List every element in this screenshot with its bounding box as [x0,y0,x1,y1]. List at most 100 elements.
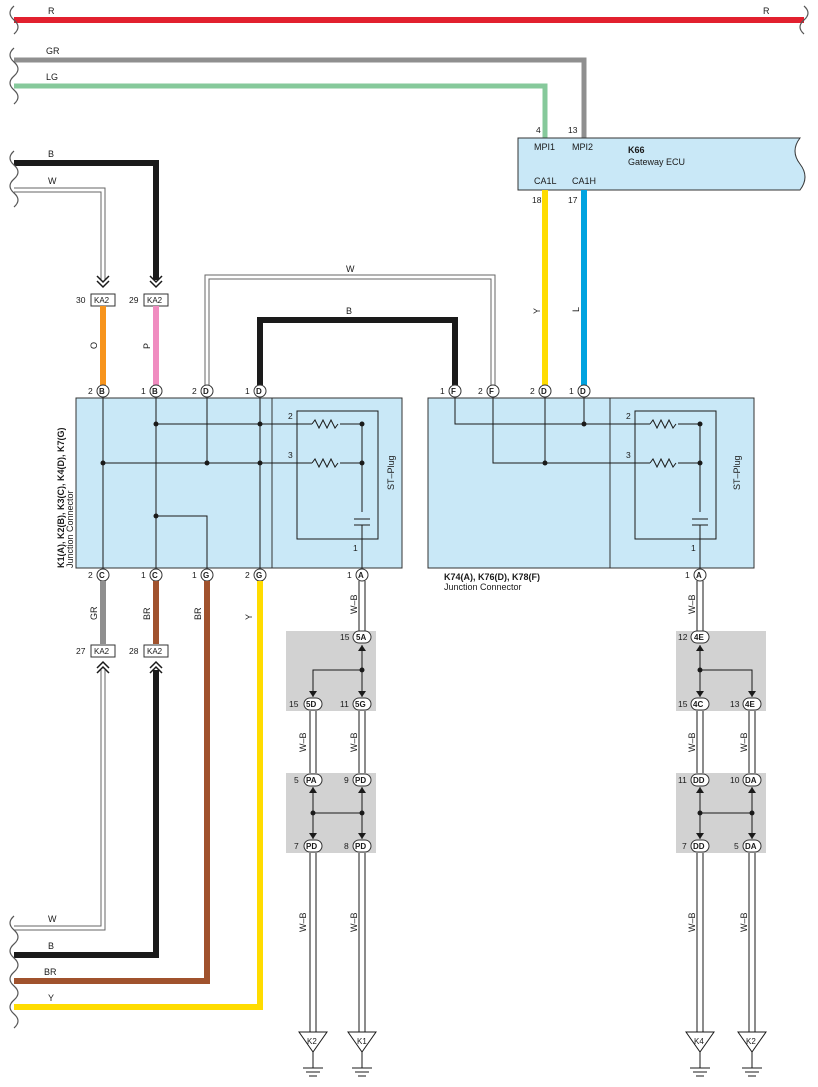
connector-ka2-label-27: KA2 [94,647,110,656]
jc-left-bot-pin-4-num: 2 [245,570,250,580]
s1-top-code: 5A [356,633,366,642]
wire-gr: GR [14,46,587,138]
wire-label-w-top: W [48,176,57,186]
wire-y-bottom: Y Y [14,581,263,1010]
wire-b-top: B [14,149,159,280]
wire-l-gateway: L [571,190,587,385]
s4-tr-num: 10 [730,775,740,785]
s4-br-num: 5 [734,841,739,851]
wb-label-9: W–B [687,912,697,932]
s4-br-code: DA [745,842,757,851]
jc-left-top-pin-1-num: 2 [88,386,93,396]
ground-label-4: K2 [746,1037,756,1046]
connector-ka2-27: KA2 27 [76,644,116,658]
gateway-name: Gateway ECU [628,157,685,167]
jc-left-bot-pin-1-letter: C [99,571,105,580]
gateway-num-ca1h: 17 [568,195,578,205]
jc-right-title: K74(A), K76(D), K78(F) [444,572,540,582]
jc-left-top-pin-1-letter: B [99,387,105,396]
gateway-num-mpi1: 4 [536,125,541,135]
wire-label-gr-top: GR [46,46,60,56]
wire-label-br-bottom-1: BR [142,607,152,620]
wb-label-6: W–B [687,594,697,614]
ground-k2-right: K2 [737,1031,767,1077]
connector-ka2-30: KA2 30 [76,293,116,307]
gateway-pin-mpi1: MPI1 [534,142,555,152]
gateway-num-ca1l: 18 [532,195,542,205]
s1-bl-code: 5D [306,700,316,709]
wire-break-bottom [9,915,19,1029]
junction-connector-left: 2 3 1 ST–Plug K1(A), K2(B), K3(C), K4(D)… [56,397,403,569]
jc-right-top-pins: F 1 F 2 D 2 D 1 [440,384,591,398]
jc-right-top-pin-4-letter: D [580,387,586,396]
wire-label-y-bottom: Y [48,993,54,1003]
s2-tl-num: 5 [294,775,299,785]
wire-label-gr-bottom: GR [89,606,99,620]
jc-left-top-pin-2-letter: B [152,387,158,396]
wb-label-1: W–B [349,594,359,614]
jc-left-top-pin-3-num: 2 [192,386,197,396]
connector-ka2-label-29: KA2 [147,296,163,305]
ground-k1: K1 [347,1031,377,1077]
jc-right-bot-pin-1-letter: A [696,571,702,580]
s2-tr-code: PD [355,776,366,785]
connector-ka2-label-30: KA2 [94,296,110,305]
jc-right-bot-pin-1-num: 1 [685,570,690,580]
jc-left-cap-1: 1 [353,543,358,553]
ground-k2-left: K2 [298,1031,328,1077]
s3-top-code: 4E [694,633,704,642]
jc-right-subtitle: Junction Connector [444,582,522,592]
resistor-right-2 [649,418,677,430]
wire-label-y-gateway: Y [532,308,542,314]
jc-left-res-3: 3 [288,450,293,460]
wire-label-w-mid: W [346,264,355,274]
connector-num-29: 29 [129,295,139,305]
wire-label-w-bottom: W [48,914,57,924]
wire-w-bottom: W [14,670,106,931]
wire-label-p: P [142,343,152,349]
jc-right-bottom-pins: A 1 [685,568,707,582]
jc-left-title: K1(A), K2(B), K3(C), K4(D), K7(G) [56,427,66,568]
ground-label-2: K1 [357,1037,367,1046]
wire-label-lg-top: LG [46,72,58,82]
s4-bl-code: DD [693,842,705,851]
resistor-left-3 [311,457,339,469]
jc-left-bot-pin-2-num: 1 [141,570,146,580]
wb-label-8: W–B [739,732,749,752]
jc-right-top-pin-4-num: 1 [569,386,574,396]
jc-right-cap-1: 1 [691,543,696,553]
wb-labels: W–B W–B W–B W–B W–B W–B W–B W–B W–B W–B [298,594,749,932]
splice-internals [312,645,753,839]
wire-label-br-bottom: BR [44,967,57,977]
gateway-num-mpi2: 13 [568,125,578,135]
s3-bl-code: 4C [693,700,703,709]
wb-label-7: W–B [687,732,697,752]
wire-y-gateway: Y [532,190,548,385]
connector-num-27: 27 [76,646,86,656]
jc-left-top-pin-2-num: 1 [141,386,146,396]
jc-left-bot-pin-3-num: 1 [192,570,197,580]
s1-br-num: 11 [340,699,349,709]
splice-dots [310,667,755,816]
wire-r: R R [9,5,809,35]
wire-w-mid: W [204,264,496,385]
s2-tr-num: 9 [344,775,349,785]
s1-br-code: 5G [355,700,366,709]
chevron-connector-29 [149,275,163,289]
s4-tr-code: DA [745,776,757,785]
wire-br-bottom-1: BR [142,581,159,644]
s2-tl-code: PA [306,776,317,785]
s2-bl-code: PD [306,842,317,851]
s3-br-code: 4E [745,700,755,709]
ground-label-3: K4 [694,1037,704,1046]
s2-br-num: 8 [344,841,349,851]
chevron-connector-28 [149,660,163,674]
jc-left-bot-pin-3-letter: G [203,571,209,580]
wire-break-left [9,150,19,208]
wire-lg: LG [14,72,548,138]
jc-right-top-pin-2-num: 2 [478,386,483,396]
jc-left-bot-pin-4-letter: G [256,571,262,580]
wire-w-top: W [14,176,106,280]
